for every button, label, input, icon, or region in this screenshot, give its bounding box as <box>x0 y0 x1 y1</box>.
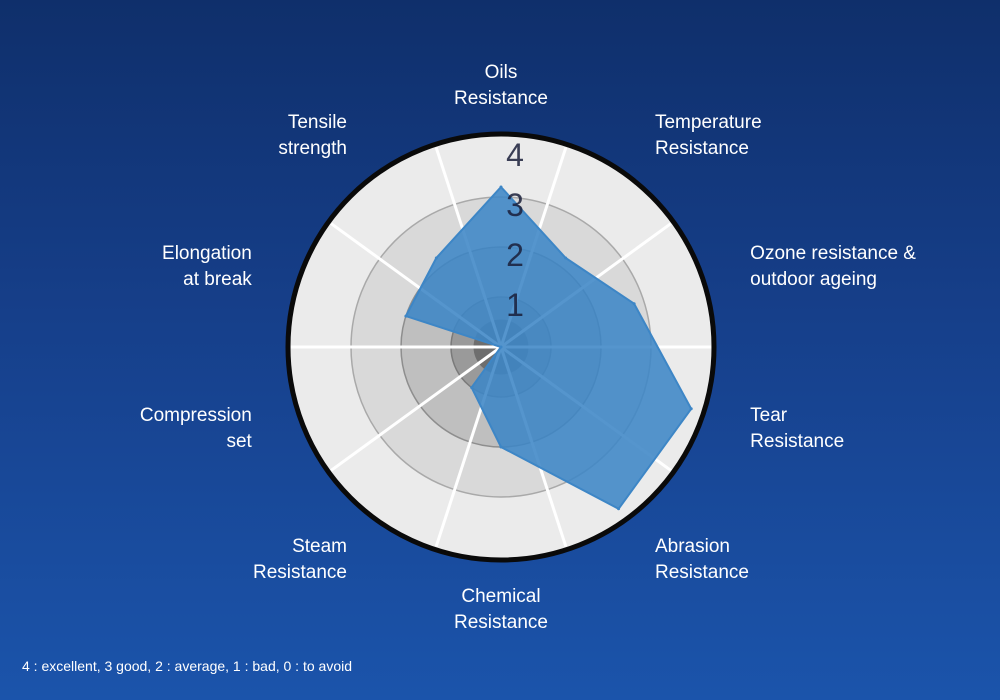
category-label: Compression set <box>140 405 253 452</box>
category-label-line: outdoor ageing <box>750 269 877 290</box>
radar-tick-labels: 1 2 3 4 <box>506 137 524 323</box>
category-label-line: Compression <box>140 405 252 426</box>
data-point <box>404 314 408 318</box>
data-point <box>434 256 438 260</box>
data-point <box>564 256 568 260</box>
category-label-line: Resistance <box>253 562 347 583</box>
data-point <box>499 445 503 449</box>
data-point <box>499 185 503 189</box>
category-label-line: at break <box>183 269 252 290</box>
radar-series <box>404 185 693 511</box>
data-point <box>689 407 693 411</box>
category-label-line: set <box>226 431 252 452</box>
category-label: Ozone resistance & outdoor ageing <box>750 243 916 290</box>
category-label-line: Resistance <box>454 88 548 109</box>
data-point <box>470 385 474 389</box>
category-label-line: Chemical <box>461 586 540 607</box>
data-point <box>617 507 621 511</box>
data-point <box>632 302 636 306</box>
category-label: Tensile strength <box>278 112 347 159</box>
category-label-line: Tear <box>750 405 788 426</box>
category-label-line: Resistance <box>655 562 749 583</box>
category-label-line: Temperature <box>655 112 762 133</box>
category-label-line: Tensile <box>288 112 347 133</box>
data-point <box>499 345 503 349</box>
category-label-line: Elongation <box>162 243 252 264</box>
category-label: Elongation at break <box>162 243 252 290</box>
tick-label: 3 <box>506 187 524 223</box>
tick-label: 2 <box>506 237 524 273</box>
category-label-line: Resistance <box>454 612 548 633</box>
category-label-line: Oils <box>485 62 518 83</box>
spoke-line <box>330 345 502 472</box>
rating-scale-note: 4 : excellent, 3 good, 2 : average, 1 : … <box>22 658 352 674</box>
category-label-line: Ozone resistance & <box>750 243 916 264</box>
category-label-line: Resistance <box>750 431 844 452</box>
category-label-line: Steam <box>292 536 347 557</box>
category-label-line: strength <box>278 138 347 159</box>
category-label-line: Abrasion <box>655 536 730 557</box>
tick-label: 4 <box>506 137 524 173</box>
tick-label: 1 <box>506 287 524 323</box>
category-label-line: Resistance <box>655 138 749 159</box>
